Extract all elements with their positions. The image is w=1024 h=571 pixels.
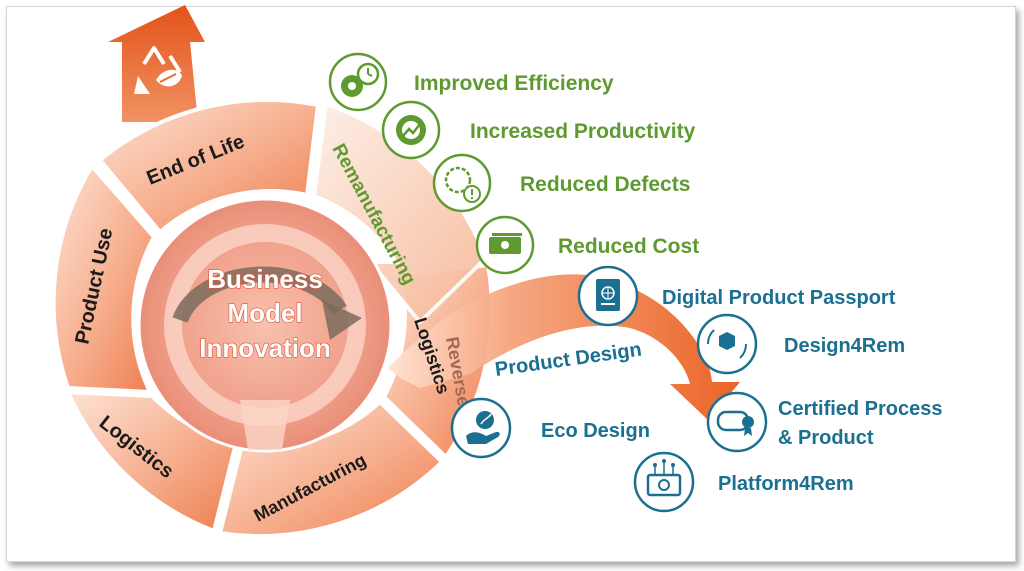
center-line-2: Model: [227, 298, 302, 328]
tool-label-digital-product-passport: Digital Product Passport: [662, 287, 896, 309]
tool-label-platform4rem: Platform4Rem: [718, 473, 854, 495]
benefit-reduced-cost: Reduced Cost: [475, 215, 699, 275]
recycle-up-arrow: [108, 5, 205, 122]
center-line-3: Innovation: [199, 333, 330, 363]
certificate-icon: [716, 410, 754, 436]
tool-digital-product-passport: Digital Product Passport: [577, 265, 896, 327]
tool-label-and-product: & Product: [778, 427, 874, 449]
business-model-innovation-hub: [137, 197, 393, 453]
tool-platform4rem: Platform4Rem: [633, 451, 854, 513]
stopwatch-gear-icon: [341, 62, 380, 97]
platform-monitor-icon: [646, 459, 682, 497]
tool-eco-design: Eco Design: [450, 397, 650, 459]
benefit-improved-efficiency: Improved Efficiency: [328, 52, 614, 112]
benefit-increased-productivity: Increased Productivity: [381, 100, 696, 160]
segment-end-of-life: [97, 97, 321, 235]
hand-leaf-icon: [466, 411, 500, 444]
benefit-label-increased-productivity: Increased Productivity: [470, 120, 696, 143]
recycle-leaf-icon: [134, 46, 182, 94]
tool-certified-process: Certified Process & Product: [706, 391, 943, 453]
center-line-1: Business: [207, 264, 323, 294]
gear-warning-icon: [444, 166, 481, 203]
cycle-arrow: [172, 266, 347, 323]
center-label: Business Model Innovation: [199, 263, 332, 363]
banknote-icon: [489, 233, 522, 254]
benefit-label-improved-efficiency: Improved Efficiency: [414, 72, 614, 95]
benefit-reduced-defects: Reduced Defects: [432, 153, 690, 213]
tool-label-design4rem: Design4Rem: [784, 335, 905, 357]
tool-label-eco-design: Eco Design: [541, 420, 650, 442]
gear-growth-icon: [396, 115, 426, 145]
benefit-label-reduced-cost: Reduced Cost: [558, 235, 699, 258]
segment-product-use: [51, 162, 157, 395]
box-cycle-icon: [706, 329, 748, 359]
passport-icon: [596, 279, 620, 311]
tool-design4rem: Design4Rem: [696, 313, 905, 375]
benefit-label-reduced-defects: Reduced Defects: [520, 173, 690, 196]
tool-label-certified-process: Certified Process: [778, 398, 943, 420]
